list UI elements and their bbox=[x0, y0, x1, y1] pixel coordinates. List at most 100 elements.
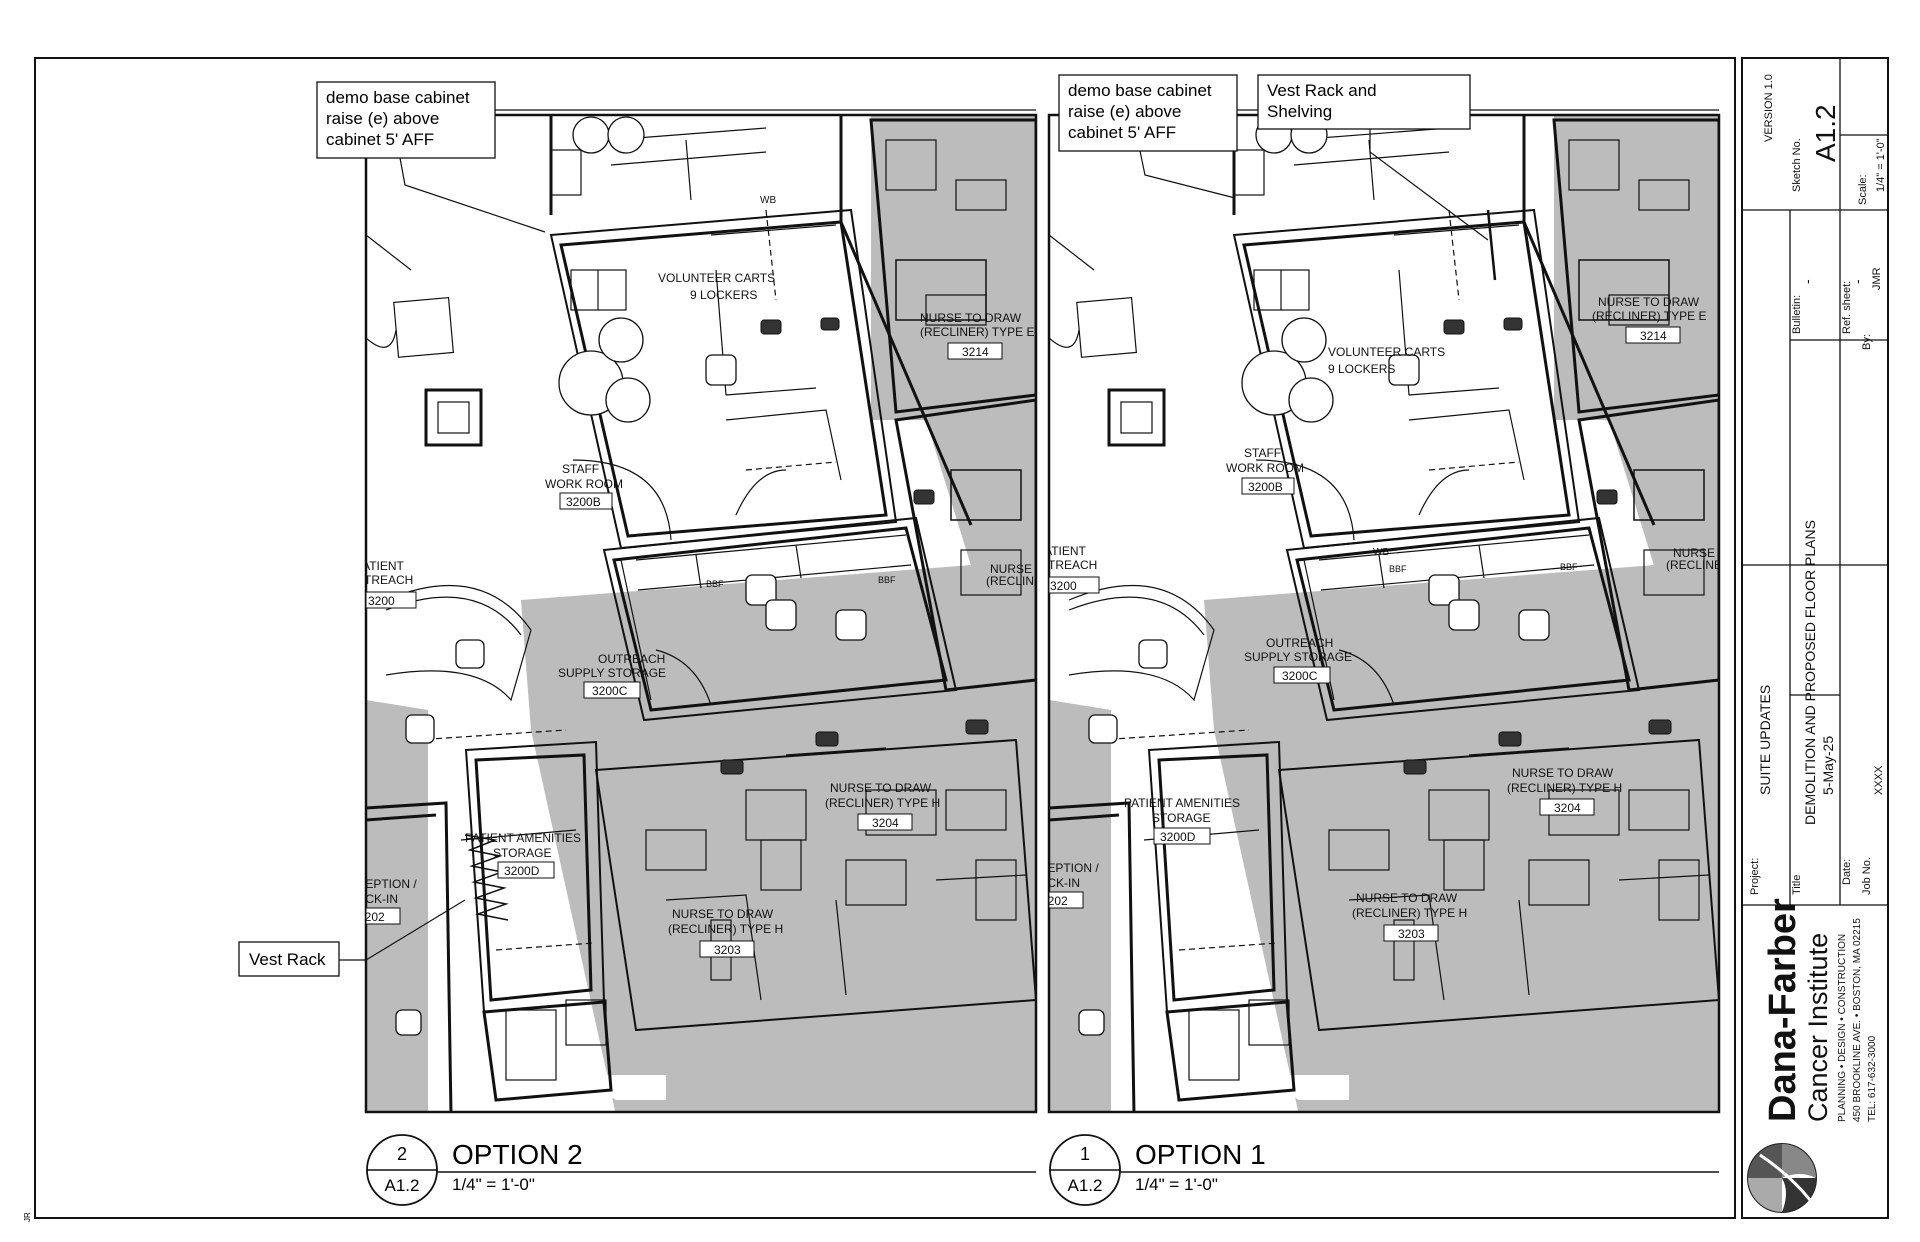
org-tel: TEL: 617-632-3000 bbox=[1867, 1035, 1878, 1122]
o1-outreach-1: OUTREACH bbox=[1266, 636, 1333, 650]
o1-nurse-side-2: (RECLINE bbox=[1666, 558, 1722, 572]
o1-reception-2: CHECK-IN bbox=[1022, 876, 1080, 890]
o1-amenities-1: PATIENT AMENITIES bbox=[1124, 796, 1240, 810]
o2-amenities-1: PATIENT AMENITIES bbox=[465, 831, 581, 845]
o1-staff-tag: 3200B bbox=[1248, 480, 1283, 494]
titleblock-border bbox=[1741, 57, 1889, 1219]
o1-staff-1: STAFF bbox=[1244, 446, 1281, 460]
tb-title-value: DEMOLITION AND PROPOSED FLOOR PLANS bbox=[1802, 520, 1818, 825]
o1-scale: 1/4" = 1'-0" bbox=[1135, 1175, 1218, 1194]
o2-patient-1: PATIENT bbox=[355, 559, 405, 573]
o2-detail-num: 2 bbox=[397, 1144, 407, 1164]
o1-nurse3204-2: (RECLINER) TYPE H bbox=[1507, 781, 1622, 795]
o2-detail-sheet: A1.2 bbox=[385, 1176, 420, 1195]
tb-by-value: JMR bbox=[1871, 267, 1883, 290]
o1-patient-tag: 3200 bbox=[1050, 579, 1077, 593]
margin-note: JR bbox=[23, 1212, 32, 1222]
o2-scale: 1/4" = 1'-0" bbox=[452, 1175, 535, 1194]
o2-staff-1: STAFF bbox=[562, 462, 599, 476]
o1-reception-tag: 3202 bbox=[1041, 894, 1068, 908]
tb-scale-value: 1/4" = 1'-0" bbox=[1875, 138, 1887, 192]
o1-vest-line1: Vest Rack and bbox=[1267, 81, 1377, 100]
o2-outreach-2: SUPPLY STORAGE bbox=[558, 666, 666, 680]
o2-callout-demo: demo base cabinet raise (e) above cabine… bbox=[316, 81, 1036, 233]
org-text: Dana-Farber Cancer Institute PLANNING • … bbox=[1762, 898, 1878, 1122]
o1-detail-sheet: A1.2 bbox=[1068, 1176, 1103, 1195]
tb-by-label: By: bbox=[1861, 334, 1873, 350]
tb-sketch-no: A1.2 bbox=[1810, 104, 1841, 162]
o2-tag3204: 3204 bbox=[872, 816, 899, 830]
o1-outreach-tag: 3200C bbox=[1282, 669, 1318, 683]
o1-tag3203: 3203 bbox=[1398, 927, 1425, 941]
o1-volunteer-1: VOLUNTEER CARTS bbox=[1328, 345, 1445, 359]
o2-demo-line3: cabinet 5' AFF bbox=[326, 130, 434, 149]
o2-amenities-2: STORAGE bbox=[493, 846, 551, 860]
org-sub: Cancer Institute bbox=[1803, 933, 1833, 1122]
o1-nurse3204-1: NURSE TO DRAW bbox=[1512, 766, 1614, 780]
o1-callout-vest: Vest Rack and Shelving bbox=[1257, 74, 1489, 241]
tb-bulletin-value: - bbox=[1799, 279, 1815, 284]
tb-version: VERSION 1.0 bbox=[1763, 74, 1775, 142]
tb-sketch-label: Sketch No. bbox=[1791, 138, 1803, 192]
o2-bbf-1: BBF bbox=[706, 579, 724, 589]
titleblock-grid bbox=[1742, 58, 1888, 906]
option2-plan bbox=[366, 115, 1036, 1112]
tb-jobno-label: Job No. bbox=[1861, 857, 1873, 895]
option2-title-block: 2 A1.2 OPTION 2 1/4" = 1'-0" bbox=[366, 1134, 1036, 1206]
o2-vest-label: Vest Rack bbox=[249, 950, 326, 969]
o1-amenities-tag: 3200D bbox=[1160, 830, 1196, 844]
o1-bbf-2: BBF bbox=[1560, 562, 1578, 572]
dana-farber-logo bbox=[1747, 1143, 1817, 1213]
o2-nurse3204-1: NURSE TO DRAW bbox=[830, 781, 932, 795]
o2-nurse3203-2: (RECLINER) TYPE H bbox=[668, 922, 783, 936]
o1-volunteer-2: 9 LOCKERS bbox=[1328, 362, 1395, 376]
o1-bbf-1: BBF bbox=[1389, 564, 1407, 574]
tb-jobno-value: XXXX bbox=[1873, 765, 1885, 795]
o1-nurse3203-1: NURSE TO DRAW bbox=[1356, 891, 1458, 905]
o1-outreach-2: SUPPLY STORAGE bbox=[1244, 650, 1352, 664]
o1-title: OPTION 1 bbox=[1135, 1139, 1266, 1170]
o2-patient-2: OUTREACH bbox=[346, 573, 413, 587]
option2-frame bbox=[364, 113, 1038, 1114]
tb-scale-label: Scale: bbox=[1857, 174, 1869, 205]
o2-nurse3204-2: (RECLINER) TYPE H bbox=[825, 796, 940, 810]
o2-demo-line2: raise (e) above bbox=[326, 109, 439, 128]
option2-labels: VOLUNTEER CARTS 9 LOCKERS STAFF WORK ROO… bbox=[340, 195, 1036, 958]
o1-nurse-side-1: NURSE T bbox=[1673, 546, 1726, 560]
o2-staff-tag: 3200B bbox=[566, 495, 601, 509]
tb-project-value: SUITE UPDATES bbox=[1757, 685, 1773, 795]
o1-demo-line2: raise (e) above bbox=[1068, 102, 1181, 121]
o1-nurse3214-1: NURSE TO DRAW bbox=[1598, 295, 1700, 309]
o1-staff-2: WORK ROOM bbox=[1226, 461, 1304, 475]
titleblock-text: VERSION 1.0 Sketch No. A1.2 Scale: 1/4" … bbox=[1749, 74, 1887, 895]
o2-volunteer-1: VOLUNTEER CARTS bbox=[658, 271, 775, 285]
org-address: 450 BROOKLINE AVE. • BOSTON, MA 02215 bbox=[1852, 918, 1863, 1122]
tb-title-label: Title bbox=[1791, 875, 1803, 895]
o2-nurse3203-1: NURSE TO DRAW bbox=[672, 907, 774, 921]
o2-reception-1: RECEPTION / bbox=[340, 877, 417, 891]
o1-reception-1: RECEPTION / bbox=[1022, 861, 1099, 875]
o2-volunteer-2: 9 LOCKERS bbox=[690, 288, 757, 302]
o1-patient-2: OUTREACH bbox=[1030, 558, 1097, 572]
o2-nurse3214-2: (RECLINER) TYPE E bbox=[920, 325, 1034, 339]
o1-tag3214: 3214 bbox=[1640, 329, 1667, 343]
o2-staff-2: WORK ROOM bbox=[545, 477, 623, 491]
o1-demo-line1: demo base cabinet bbox=[1068, 81, 1212, 100]
o2-title: OPTION 2 bbox=[452, 1139, 583, 1170]
o1-demo-line3: cabinet 5' AFF bbox=[1068, 123, 1176, 142]
o1-tag3204: 3204 bbox=[1554, 801, 1581, 815]
o2-nurse3214-1: NURSE TO DRAW bbox=[920, 311, 1022, 325]
org-name: Dana-Farber bbox=[1762, 898, 1804, 1122]
o2-reception-2: CHECK-IN bbox=[340, 892, 398, 906]
o2-outreach-1: OUTREACH bbox=[598, 652, 665, 666]
o1-amenities-2: STORAGE bbox=[1152, 811, 1210, 825]
o2-patient-tag: 3200 bbox=[368, 594, 395, 608]
sheet-border bbox=[34, 57, 1736, 1219]
o1-nurse3203-2: (RECLINER) TYPE H bbox=[1352, 906, 1467, 920]
o2-outreach-tag: 3200C bbox=[592, 684, 628, 698]
o2-callout-vest: Vest Rack bbox=[238, 899, 466, 977]
option1-labels: VOLUNTEER CARTS 9 LOCKERS STAFF WORK ROO… bbox=[1022, 295, 1726, 942]
o2-tag3203: 3203 bbox=[714, 943, 741, 957]
o2-reception-tag: 3202 bbox=[358, 910, 385, 924]
